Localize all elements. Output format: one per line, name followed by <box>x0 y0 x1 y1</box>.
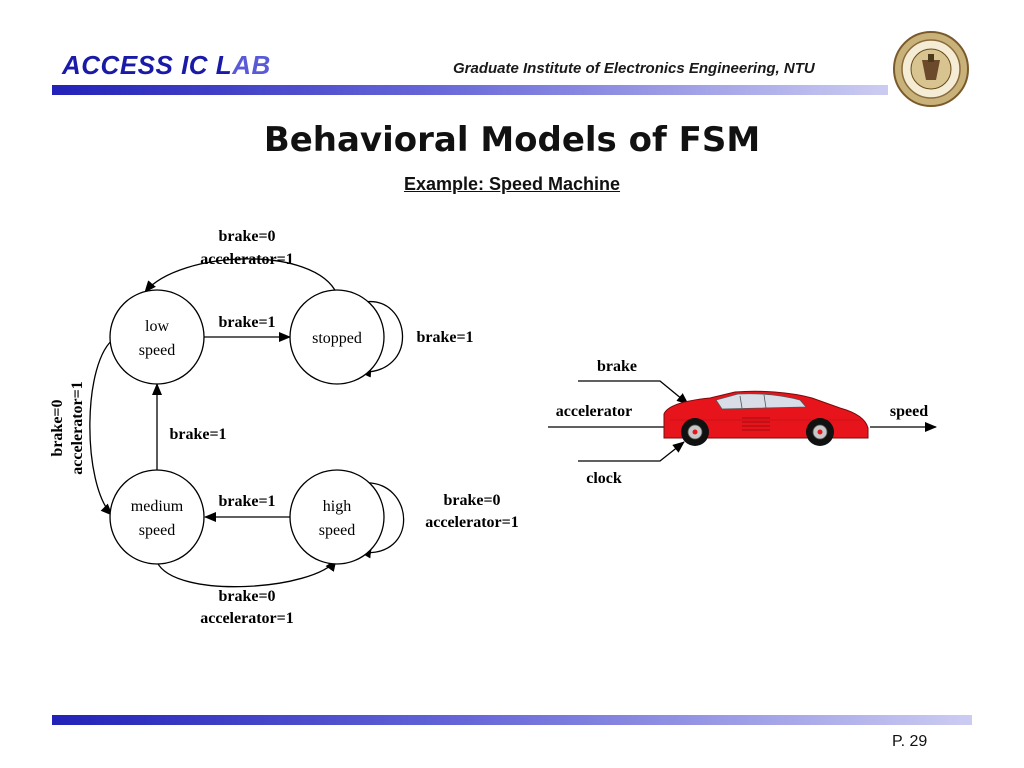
header-divider-bar <box>52 85 888 95</box>
label-high-to-medium: brake=1 <box>218 493 275 510</box>
car-output-speed-label: speed <box>890 403 928 420</box>
label-medium-to-high-line2: accelerator=1 <box>200 610 294 627</box>
state-medium-speed: medium speed <box>109 469 205 565</box>
slide-subtitle: Example: Speed Machine <box>403 174 621 194</box>
brake-input-arrow <box>578 380 689 405</box>
label-low-to-medium-line1: brake=0 <box>49 399 66 456</box>
label-high-self-line1: brake=0 <box>443 492 500 509</box>
state-stopped-label: stopped <box>312 330 362 347</box>
label-stopped-to-low-line1: brake=0 <box>218 228 275 245</box>
transition-medium-to-high <box>156 559 337 588</box>
label-stopped-to-low-line2: accelerator=1 <box>200 251 294 268</box>
car-input-clock-label: clock <box>586 470 622 487</box>
red-sports-car-icon <box>663 390 869 446</box>
label-stopped-self: brake=1 <box>416 329 473 346</box>
slide-title: Behavioral Models of FSM <box>263 120 761 160</box>
label-high-self-line2: accelerator=1 <box>425 514 519 531</box>
lab-logo-text: ACCESS IC LAB <box>62 50 271 81</box>
university-seal-icon <box>893 31 969 107</box>
lab-logo-fade: AB <box>232 50 271 80</box>
state-high-speed: high speed <box>289 469 385 565</box>
page-number: P. 29 <box>892 733 928 750</box>
institute-name: Graduate Institute of Electronics Engine… <box>453 60 815 77</box>
state-low-speed: low speed <box>109 289 205 385</box>
car-input-brake-label: brake <box>597 358 637 375</box>
clock-input-arrow <box>578 441 685 462</box>
car-input-arrows <box>548 380 937 462</box>
transition-stopped-to-low <box>144 258 338 295</box>
footer-divider-bar <box>52 715 972 725</box>
car-input-accelerator-label: accelerator <box>556 403 632 420</box>
label-medium-to-high-line1: brake=0 <box>218 588 275 605</box>
state-low-speed-line1: low <box>145 318 169 335</box>
label-low-to-stopped: brake=1 <box>218 314 275 331</box>
state-stopped: stopped <box>289 289 385 385</box>
state-low-speed-line2: speed <box>139 342 175 359</box>
label-low-to-medium-line2: accelerator=1 <box>69 381 86 475</box>
transition-high-self <box>359 482 405 559</box>
state-medium-speed-line2: speed <box>139 522 175 539</box>
lab-logo-main: ACCESS IC L <box>62 50 233 80</box>
transition-stopped-self <box>359 301 404 378</box>
state-high-speed-line1: high <box>323 498 351 515</box>
transition-low-to-medium <box>89 337 116 516</box>
state-medium-speed-line1: medium <box>131 498 184 515</box>
label-medium-to-low: brake=1 <box>169 426 226 443</box>
state-high-speed-line2: speed <box>319 522 355 539</box>
